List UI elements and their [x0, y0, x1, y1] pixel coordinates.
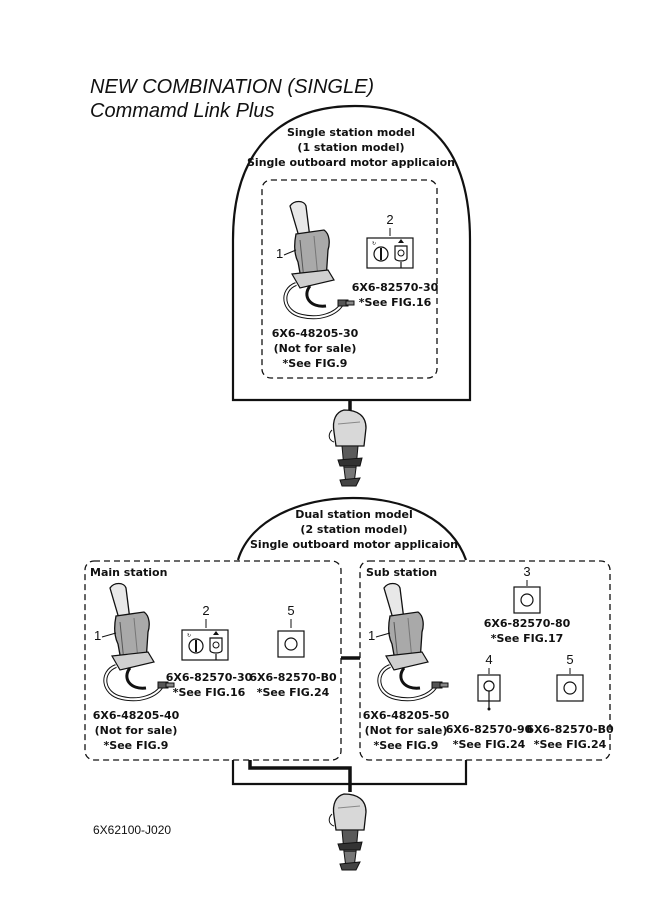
single-lever-fig: *See FIG.9: [283, 357, 348, 370]
sub-button5-illustration: [556, 674, 584, 702]
main-button-illustration: [277, 630, 305, 658]
sub-lever-num: 1: [368, 628, 375, 643]
sub-button3-part: 6X6-82570-80: [484, 617, 571, 630]
main-lever-illustration: [103, 581, 176, 702]
single-lever-part: 6X6-48205-30: [272, 327, 359, 340]
main-station-label: Main station: [90, 566, 167, 579]
single-header-3: Single outboard motor applicaion: [247, 156, 455, 169]
single-switch-illustration: [366, 237, 414, 269]
outboard-motor-icon-bottom: [328, 793, 367, 871]
main-lever-fig: *See FIG.9: [104, 739, 169, 752]
title-line-1: NEW COMBINATION (SINGLE): [90, 76, 375, 98]
dual-header-2: (2 station model): [300, 523, 407, 536]
single-switch-fig: *See FIG.16: [359, 296, 432, 309]
outboard-motor-icon-top: [328, 409, 367, 487]
main-switch-fig: *See FIG.16: [173, 686, 246, 699]
sub-lever-illustration: [377, 581, 450, 702]
sub-key4-part: 6X6-82570-90: [446, 723, 533, 736]
main-switch-num: 2: [202, 603, 209, 618]
single-station-frame: [231, 104, 472, 402]
single-lever-num: 1: [276, 246, 283, 261]
sub-station-box: [359, 560, 611, 761]
title-line-2: Commamd Link Plus: [90, 100, 275, 122]
sub-station-label: Sub station: [366, 566, 437, 579]
cable-dual-to-motor: [248, 760, 352, 792]
single-components-box: [261, 179, 438, 379]
main-lever-part: 6X6-48205-40: [93, 709, 180, 722]
main-lever-num: 1: [94, 628, 101, 643]
main-station-box: [84, 560, 342, 761]
single-lever-illustration: [283, 199, 356, 320]
single-lever-note: (Not for sale): [274, 342, 357, 355]
sub-button3-num: 3: [523, 564, 530, 579]
main-lever-note: (Not for sale): [95, 724, 178, 737]
document-code: 6X62100-J020: [93, 823, 172, 837]
main-button-part: 6X6-82570-B0: [249, 671, 337, 684]
main-switch-illustration: [181, 629, 229, 661]
single-switch-part: 6X6-82570-30: [352, 281, 439, 294]
sub-button5-num: 5: [566, 652, 573, 667]
sub-key4-num: 4: [485, 652, 492, 667]
main-button-fig: *See FIG.24: [257, 686, 330, 699]
sub-lever-fig: *See FIG.9: [374, 739, 439, 752]
sub-button5-fig: *See FIG.24: [534, 738, 607, 751]
single-header-1: Single station model: [287, 126, 415, 139]
sub-button5-part: 6X6-82570-B0: [526, 723, 614, 736]
main-switch-part: 6X6-82570-30: [166, 671, 253, 684]
dual-header-3: Single outboard motor applicaion: [250, 538, 458, 551]
single-header-2: (1 station model): [297, 141, 404, 154]
sub-lever-note: (Not for sale): [365, 724, 448, 737]
dual-header-1: Dual station model: [295, 508, 413, 521]
sub-key4-fig: *See FIG.24: [453, 738, 526, 751]
sub-key4-illustration: [477, 674, 501, 712]
sub-button3-fig: *See FIG.17: [491, 632, 564, 645]
single-switch-num: 2: [386, 212, 393, 227]
sub-button3-illustration: [513, 586, 541, 614]
sub-lever-part: 6X6-48205-50: [363, 709, 450, 722]
main-button-num: 5: [287, 603, 294, 618]
dual-station-frame: [236, 496, 468, 561]
